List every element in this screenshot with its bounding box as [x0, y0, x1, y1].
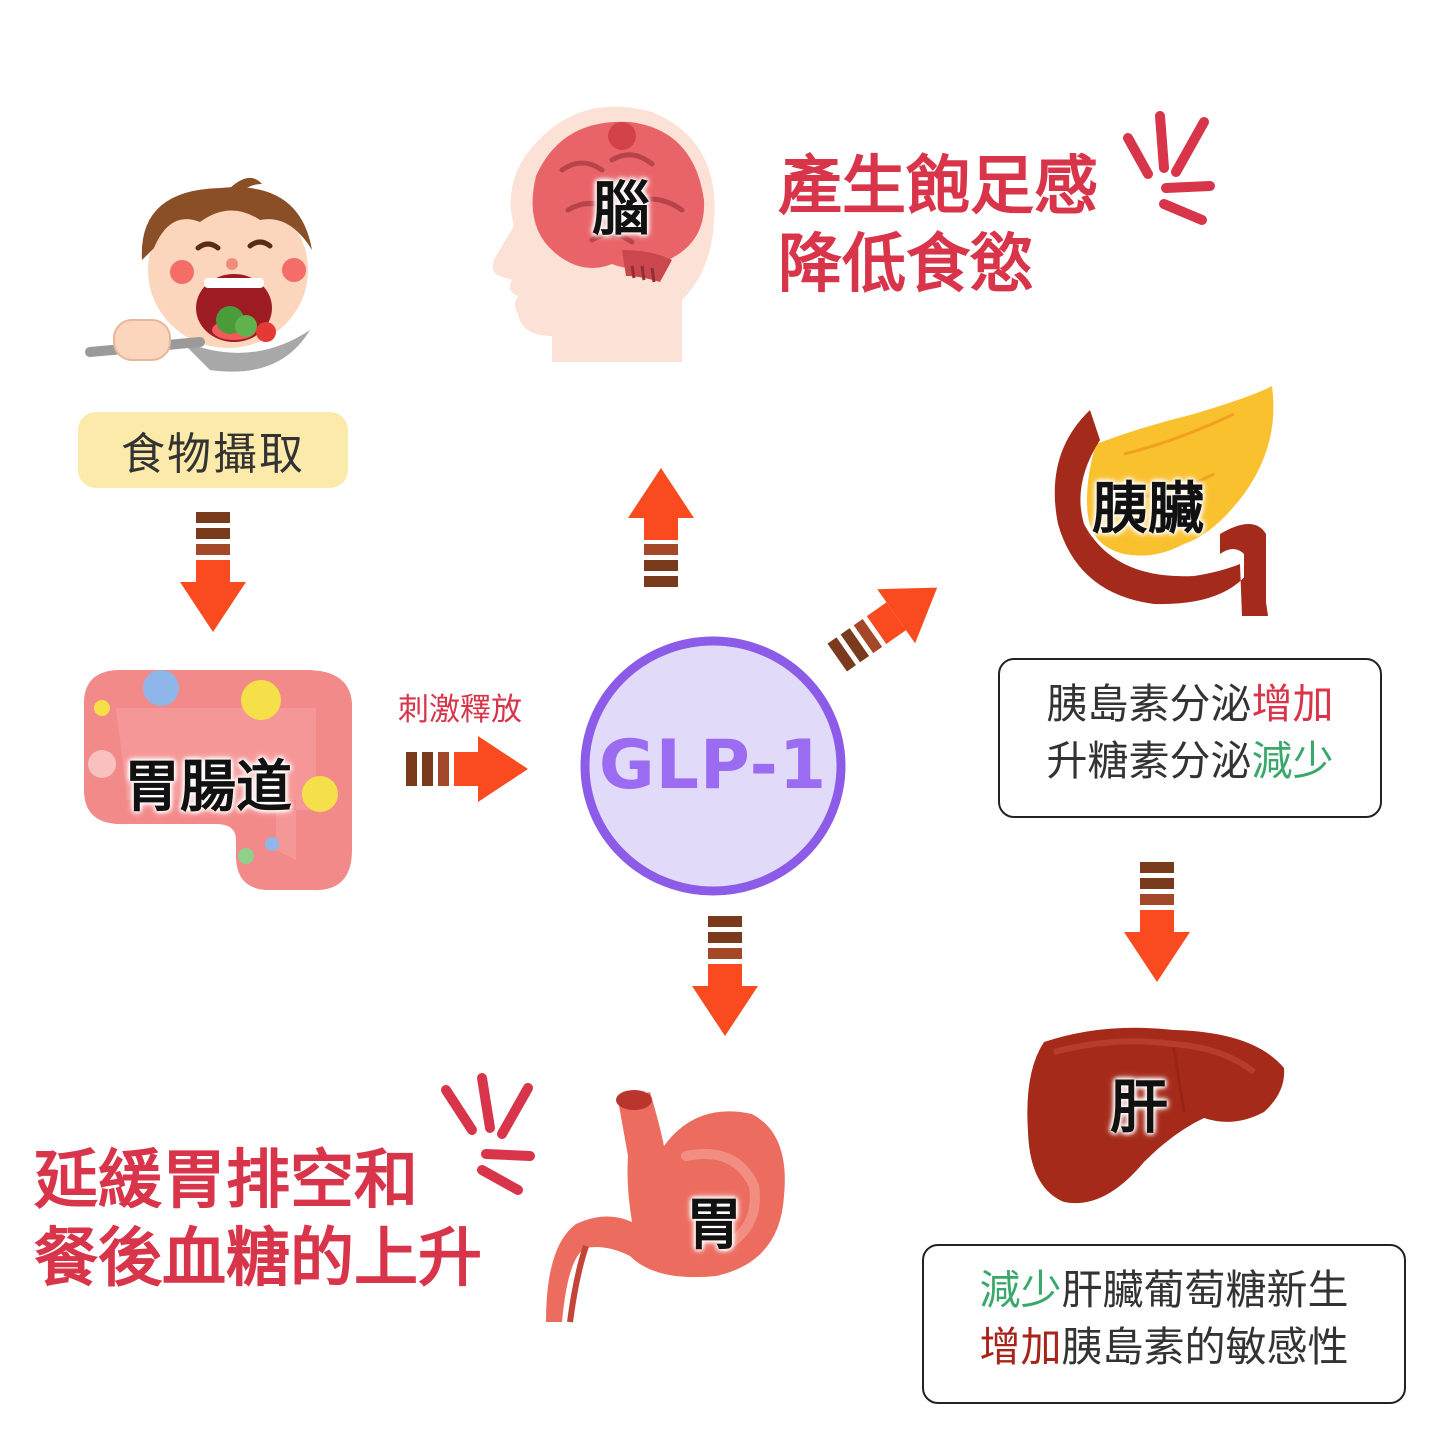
arrow-up-glp1-to-brain	[628, 468, 694, 587]
pancreas-effect-box: 胰島素分泌增加 升糖素分泌減少	[998, 658, 1382, 818]
liver-effect-line2: 增加胰島素的敏感性	[979, 1323, 1349, 1371]
arrow-down-food-to-gut	[180, 512, 246, 632]
intestine-illustration	[84, 669, 353, 891]
liver-illustration	[1027, 1027, 1285, 1204]
boy-eating-illustration	[85, 177, 312, 372]
pancreas-label: 胰臟	[1092, 477, 1204, 542]
stomach-effect-line2: 餐後血糖的上升	[34, 1222, 482, 1297]
stimulus-release-label: 刺激釋放	[398, 692, 522, 728]
brain-label: 腦	[592, 175, 651, 243]
arrow-right-gut-to-glp1	[406, 736, 528, 802]
liver-effect-line1: 減少肝臟葡萄糖新生	[979, 1266, 1349, 1314]
arrow-down-glp1-to-stomach	[692, 916, 758, 1036]
liver-effect-box: 減少肝臟葡萄糖新生 增加胰島素的敏感性	[922, 1244, 1406, 1404]
emphasis-burst-icon	[441, 1073, 535, 1195]
emphasis-burst-icon	[1123, 111, 1215, 225]
pancreas-illustration	[1054, 386, 1274, 616]
arrow-diagonal-glp1-to-pancreas	[827, 587, 938, 672]
stomach-effect-line1: 延緩胃排空和	[34, 1144, 418, 1218]
brain-effect-headline: 產生飽足感 降低食慾	[778, 148, 1098, 304]
glp1-label: GLP-1	[598, 726, 828, 805]
liver-label: 肝	[1110, 1073, 1169, 1141]
food-intake-label: 食物攝取	[78, 412, 348, 488]
brain-effect-line1: 產生飽足感	[778, 150, 1098, 224]
stomach-label: 胃	[686, 1193, 742, 1258]
arrow-down-pancreas-to-liver	[1124, 862, 1190, 982]
pancreas-effect-line2: 升糖素分泌減少	[1046, 737, 1334, 785]
gut-label: 胃腸道	[124, 755, 292, 820]
stomach-illustration	[546, 1090, 785, 1323]
brain-head-illustration	[492, 106, 715, 362]
pancreas-effect-line1: 胰島素分泌增加	[1046, 680, 1334, 728]
stomach-effect-headline: 延緩胃排空和 餐後血糖的上升	[34, 1142, 482, 1298]
brain-effect-line2: 降低食慾	[778, 228, 1034, 303]
glp1-circle	[580, 636, 846, 896]
